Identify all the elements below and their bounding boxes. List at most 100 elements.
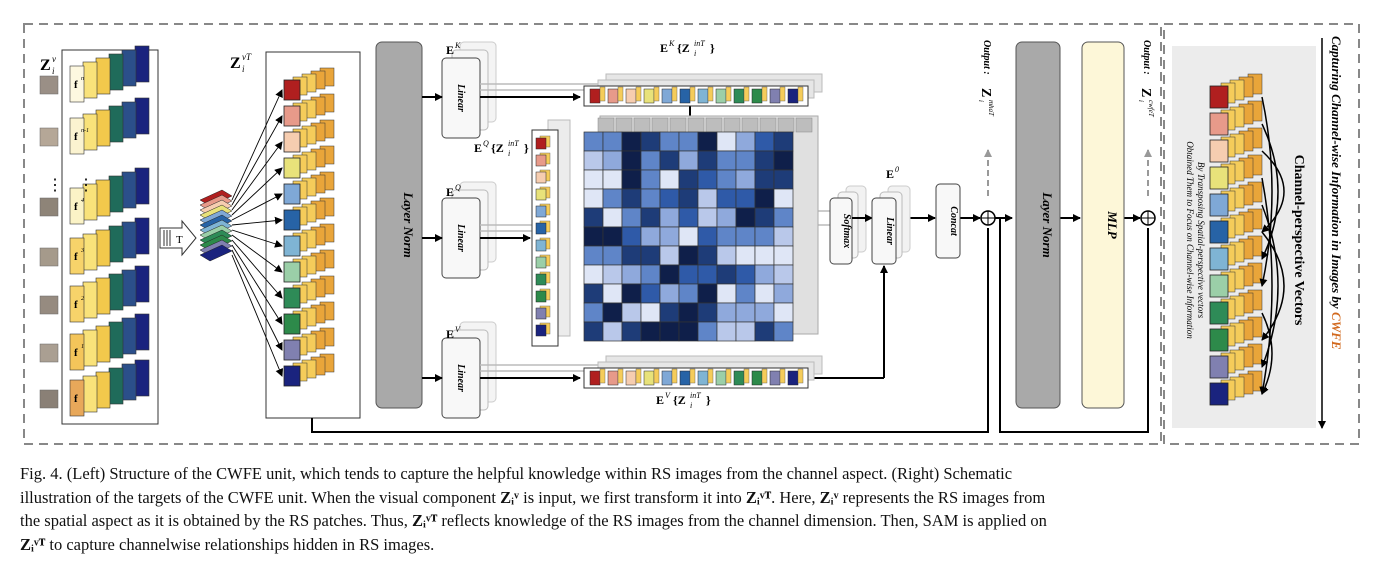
rs-patch-thumbnail [39,295,59,315]
attention-cell [697,207,718,228]
attention-cell [697,188,718,209]
output-2-label: Output : Z cwfeT i [1137,40,1155,118]
feature-slice [69,187,85,225]
attention-cell [659,150,680,171]
attention-cell [754,245,775,266]
vector-cell [535,290,547,303]
vector-cell [535,324,547,337]
right-channel-vector [1209,127,1263,163]
vector-cell [679,88,691,104]
feature-sup: 4 [81,197,84,204]
matrix-header-cell [777,117,795,133]
transpose-label: T [176,234,183,246]
feature-slice [95,277,111,315]
attention-cell [583,283,604,304]
linear-block-v: Linear [441,321,497,419]
channel-head [283,183,301,205]
matrix-header-cell [597,117,615,133]
feature-slice [82,329,98,367]
vector-cell-back [617,86,624,102]
attention-cell [659,188,680,209]
rs-patch-thumbnail [39,75,59,95]
attention-cell [716,283,737,304]
attention-cell [773,283,794,304]
vector-cell [751,370,763,386]
matrix-header-cell [687,117,705,133]
channel-head [1209,328,1229,352]
svg-text:{Z: {Z [491,141,504,155]
channel-head [1209,274,1229,298]
left-dashed-frame [23,23,1162,445]
attention-cell [773,264,794,285]
flow-lines [311,93,1149,433]
attention-cell [678,264,699,285]
right-dashed-frame [1163,23,1360,445]
attention-cell [659,264,680,285]
feature-label: f [74,393,78,405]
attention-cell [583,207,604,228]
attention-cell [640,321,661,342]
svg-text:K: K [454,41,461,50]
channel-head [1209,139,1229,163]
channel-head [283,261,301,283]
feature-slice [95,371,111,409]
feature-slice [69,117,85,155]
channel-vector [283,171,335,205]
attention-cell [678,207,699,228]
attention-cell [773,245,794,266]
attention-cell [716,188,737,209]
vector-cell-back [671,86,678,102]
vector-cell [589,370,601,386]
layer-norm-2-label: Layer Norm [1040,191,1055,257]
svg-text:E: E [446,327,454,341]
attention-cell [602,264,623,285]
attention-cell [583,245,604,266]
softmax-block: Softmax [829,185,867,265]
attention-cell [697,264,718,285]
svg-text:mhaT: mhaT [987,100,995,117]
svg-text:{Z: {Z [677,41,690,55]
attention-cell [716,207,737,228]
channel-head [1209,247,1229,271]
attention-cell [659,131,680,152]
vector-cell-back [653,368,660,384]
softmax-label: Softmax [841,214,852,248]
vector-cell [535,239,547,252]
relation-arc [1261,231,1285,341]
matrix-header-cell [633,117,651,133]
channel-vector [283,119,335,153]
channel-head [1209,193,1229,217]
add-node-2 [1140,210,1156,226]
vector-cell [643,370,655,386]
feature-slice [108,225,124,263]
vector-cell [535,273,547,286]
rs-patch-thumbnail [39,389,59,409]
vector-cell-back [707,368,714,384]
transposed-z-label: Z vT i [230,52,252,74]
relation-arc [1260,204,1279,368]
channel-head [1209,220,1229,244]
relation-arc [1261,123,1279,260]
attention-cell [583,188,604,209]
attention-cell [697,131,718,152]
channel-head [1209,355,1229,379]
attention-cell [697,150,718,171]
e0-label: E 0 [886,165,899,181]
mlp-label: MLP [1105,210,1120,240]
feature-slice [82,281,98,319]
channel-head [283,365,301,387]
matrix-header-cell [669,117,687,133]
svg-text:i: i [694,49,696,58]
attention-cell [716,131,737,152]
attention-cell [678,169,699,190]
right-channel-vector [1209,208,1263,244]
vector-cell [661,370,673,386]
svg-text:V: V [455,325,461,334]
feature-label: f [74,201,78,213]
svg-text:Output :: Output : [1141,40,1152,75]
channel-head [283,157,301,179]
ev-label: E V [446,325,461,341]
svg-text:i: i [242,64,245,74]
